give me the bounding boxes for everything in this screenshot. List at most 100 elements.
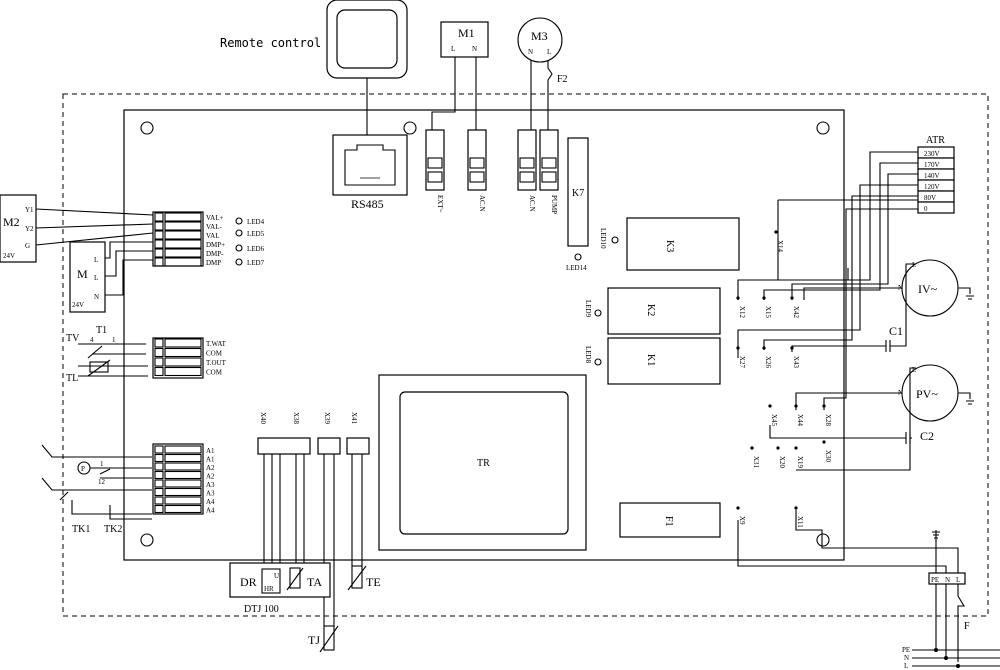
m1-n: N: [472, 45, 477, 53]
x12-label: X12: [738, 306, 746, 319]
pump-label: PUMP: [550, 195, 558, 214]
valve-terminal-slot: [164, 248, 202, 258]
input-terminal-label: A2: [206, 464, 215, 472]
led9: [594, 309, 602, 317]
f1-fuse: [619, 502, 721, 538]
temp-terminal-slot: [164, 347, 202, 358]
temp-terminal-slot: [164, 366, 202, 377]
rj45-jack: [344, 144, 396, 186]
k3-label: K3: [664, 240, 675, 252]
x19-terminal-dot: [794, 446, 798, 450]
atr-title: ATR: [926, 135, 945, 146]
p-pin1: 1: [100, 460, 104, 468]
m-label: M: [77, 267, 88, 281]
temp-terminal-slot: [164, 338, 202, 348]
rs485-label: RS485: [351, 197, 384, 211]
input-terminal-screw: [154, 487, 164, 497]
dtj100-label: DTJ 100: [244, 604, 279, 615]
hr-label: HR: [264, 585, 274, 593]
m-n: N: [94, 293, 99, 301]
k7-relay: [567, 137, 589, 247]
k2-label: K2: [645, 304, 656, 316]
temp-terminal-screw: [154, 347, 164, 358]
m-24v: 24V: [72, 301, 84, 309]
x11-label: X11: [796, 516, 804, 528]
acn-connector: [467, 129, 487, 191]
ta-label: TA: [307, 575, 322, 589]
input-terminal-screw: [154, 462, 164, 471]
led6: [235, 244, 243, 252]
input-terminal-slot: [164, 479, 202, 488]
input-terminal-slot: [164, 470, 202, 480]
x26-label: X26: [764, 356, 772, 369]
input-terminal-label: A2: [206, 473, 215, 481]
m3-label: M3: [531, 29, 548, 43]
x27-label: X27: [738, 356, 746, 369]
c2-label: C2: [920, 429, 934, 443]
tk1-label: TK1: [72, 524, 90, 535]
m-l1: L: [94, 256, 98, 264]
led4: [235, 217, 243, 225]
led5-label: LED5: [247, 230, 265, 238]
input-terminal-label: A4: [206, 498, 215, 506]
led8-label: LED8: [584, 346, 592, 364]
m2-y1: Y1: [25, 206, 34, 214]
valve-terminal-label: VAL: [206, 232, 219, 240]
x45-label: X45: [770, 414, 778, 427]
x20-label: X20: [778, 456, 786, 469]
temp-terminal-slot: [164, 357, 202, 367]
input-terminal-slot: [164, 487, 202, 497]
temp-terminal-label: COM: [206, 350, 223, 358]
led9-label: LED9: [584, 300, 592, 318]
x9-terminal-dot: [736, 506, 740, 510]
input-terminal-screw: [154, 445, 164, 454]
p-pin12: 12: [98, 478, 106, 486]
temp-terminal-label: COM: [206, 369, 223, 377]
pv-l: L: [912, 366, 916, 374]
iv-l: L: [912, 261, 916, 269]
temp-terminal-screw: [154, 357, 164, 367]
rs485-connector: [332, 134, 408, 196]
x15-label: X15: [764, 306, 772, 319]
valve-terminal-slot: [164, 212, 202, 222]
x14-label: X14: [776, 240, 784, 253]
remote-control-inner: [336, 9, 398, 69]
x20-terminal-dot: [776, 446, 780, 450]
led7-label: LED7: [247, 259, 265, 267]
f1-label: F1: [663, 516, 674, 527]
x28-label: X28: [824, 414, 832, 427]
te-sensor: [351, 565, 363, 589]
te-label: TE: [366, 575, 381, 589]
temp-terminal-label: T.WAT: [206, 340, 227, 348]
pv-label: PV~: [916, 387, 938, 401]
dr-label: DR: [240, 575, 257, 589]
input-terminal-screw: [154, 496, 164, 505]
input-terminal-screw: [154, 479, 164, 488]
x44-label: X44: [796, 414, 804, 427]
x30-terminal-dot: [822, 440, 826, 444]
p-label: P: [81, 465, 85, 473]
m3-n: N: [528, 48, 533, 56]
m1-label: M1: [458, 26, 475, 40]
input-terminal-slot: [164, 496, 202, 505]
mains-pe: PE: [902, 646, 910, 654]
f-label: F: [964, 621, 970, 632]
c1-label: C1: [889, 324, 903, 338]
tj-sensor: [323, 625, 335, 651]
x31-label: X31: [752, 456, 760, 469]
tk2-label: TK2: [104, 524, 122, 535]
mount-hole: [816, 121, 830, 135]
valve-terminal-slot: [164, 239, 202, 249]
input-terminal-slot: [164, 453, 202, 463]
x14-terminal-dot: [774, 230, 778, 234]
t1-pin1: 1: [112, 336, 116, 344]
x9-label: X9: [738, 516, 746, 525]
terminal-pe: PE: [931, 576, 939, 584]
temp-terminal-screw: [154, 338, 164, 348]
f2-label: F2: [557, 74, 568, 85]
input-terminal-screw: [154, 504, 164, 514]
enclosure-outline: [62, 93, 989, 617]
x31-terminal-dot: [750, 446, 754, 450]
